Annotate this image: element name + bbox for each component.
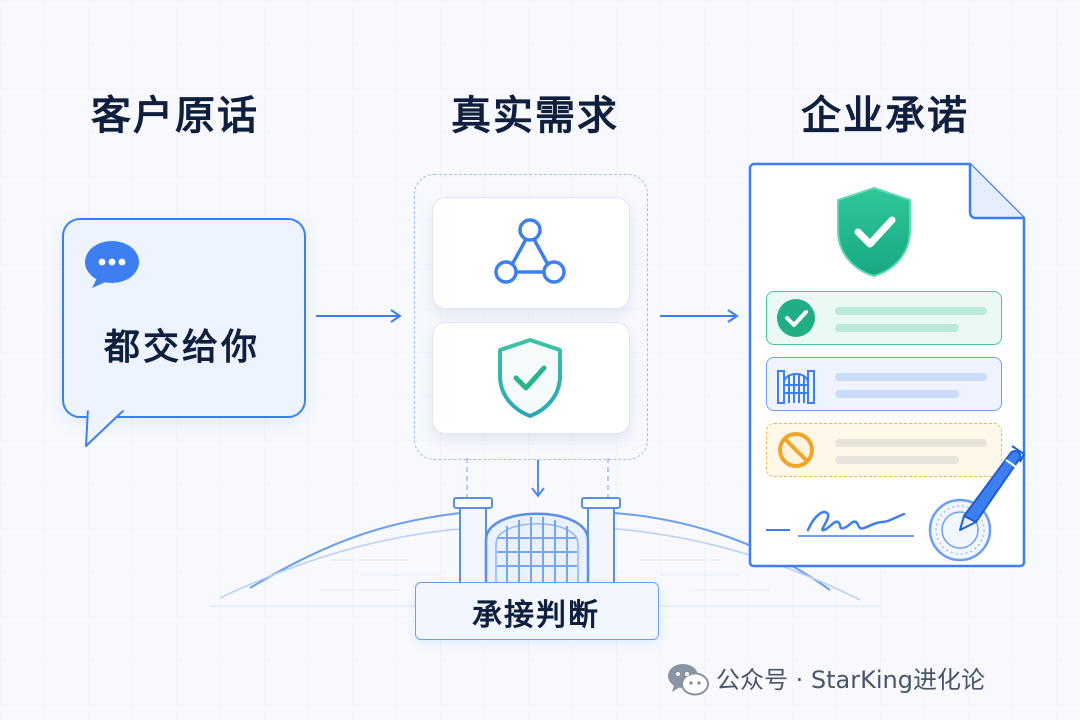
placeholder-line [835, 307, 987, 315]
speech-bubble-tail [82, 408, 138, 447]
promise-item-included [766, 291, 1002, 345]
pen-icon [959, 445, 1026, 531]
placeholder-line [835, 373, 987, 381]
promise-item-boundary [766, 357, 1002, 411]
gate-label: 承接判断 [472, 598, 600, 633]
real-need-frame [414, 174, 648, 460]
placeholder-line [835, 456, 959, 464]
chat-bubble-icon [85, 241, 139, 288]
header-company-promise: 企业承诺 [801, 93, 969, 139]
brick-pattern [320, 559, 770, 591]
document-shield-icon [837, 186, 911, 278]
seal-and-pen [928, 445, 1026, 562]
arrow-down-to-gate [531, 460, 545, 498]
check-circle-icon [777, 299, 815, 337]
wechat-icon [668, 664, 709, 696]
header-real-need: 真实需求 [451, 93, 619, 139]
placeholder-line [835, 390, 959, 398]
arrow-to-promise [660, 309, 739, 323]
watermark-text: 公众号 · StarKing进化论 [716, 666, 985, 694]
placeholder-line [835, 439, 987, 447]
prohibited-icon [778, 432, 814, 468]
gate-label-box [415, 582, 659, 640]
placeholder-line [835, 324, 959, 332]
gate-icon [777, 370, 815, 404]
network-icon [494, 218, 566, 284]
arrow-to-need [316, 309, 402, 323]
need-card-network [432, 197, 630, 309]
promise-item-excluded [766, 423, 1002, 477]
signature-icon [766, 510, 914, 537]
header-customer-words: 客户原话 [91, 93, 259, 139]
gate-icon [453, 497, 621, 584]
shield-check-icon [498, 338, 562, 418]
customer-quote: 都交给你 [103, 327, 260, 368]
